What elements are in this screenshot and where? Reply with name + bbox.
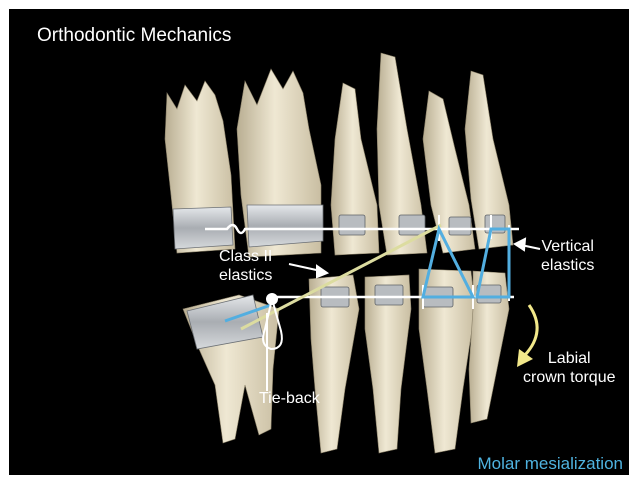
labial-crown-torque-label: Labial crown torque bbox=[523, 349, 616, 387]
upper-first-molar-band bbox=[247, 205, 323, 247]
vertical-label-line2: elastics bbox=[541, 256, 594, 275]
slide: Orthodontic Mechanics Class II elastics … bbox=[9, 9, 629, 475]
molar-mesialization-caption: Molar mesialization bbox=[478, 454, 624, 474]
torque-label-line1: Labial bbox=[523, 349, 616, 368]
torque-label-line2: crown torque bbox=[523, 368, 616, 387]
class-ii-elastics-label: Class II elastics bbox=[219, 247, 272, 285]
torque-arrow bbox=[525, 305, 537, 355]
vertical-label-line1: Vertical bbox=[541, 237, 594, 256]
class-ii-label-line2: elastics bbox=[219, 266, 272, 285]
tie-back-label: Tie-back bbox=[259, 389, 320, 408]
slide-title: Orthodontic Mechanics bbox=[37, 25, 231, 47]
vertical-elastics-label: Vertical elastics bbox=[541, 237, 594, 275]
class-ii-label-line1: Class II bbox=[219, 247, 272, 266]
